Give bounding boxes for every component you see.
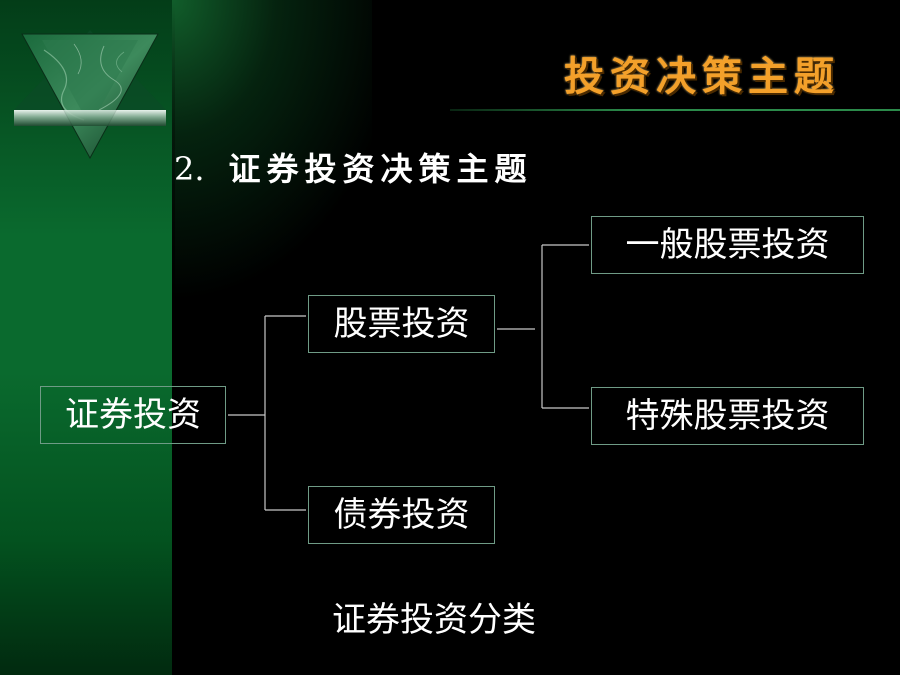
header-divider	[450, 109, 900, 111]
diagram-caption: 证券投资分类	[332, 600, 536, 640]
header-title: 投资决策主题	[564, 53, 840, 100]
node-bond-investment: 债券投资	[308, 486, 495, 544]
section-heading: 证券投资决策主题	[228, 150, 533, 188]
band-shadow	[172, 0, 175, 675]
section-subtitle: 2. 证券投资决策主题	[174, 144, 533, 190]
node-special-stock-investment: 特殊股票投资	[591, 387, 864, 445]
node-securities-investment: 证券投资	[40, 386, 226, 444]
section-number: 2.	[174, 150, 205, 188]
node-stock-investment: 股票投资	[308, 295, 495, 353]
node-general-stock-investment: 一般股票投资	[591, 216, 864, 274]
marble-triangle-logo-icon	[14, 30, 166, 160]
band-glow	[172, 0, 372, 675]
